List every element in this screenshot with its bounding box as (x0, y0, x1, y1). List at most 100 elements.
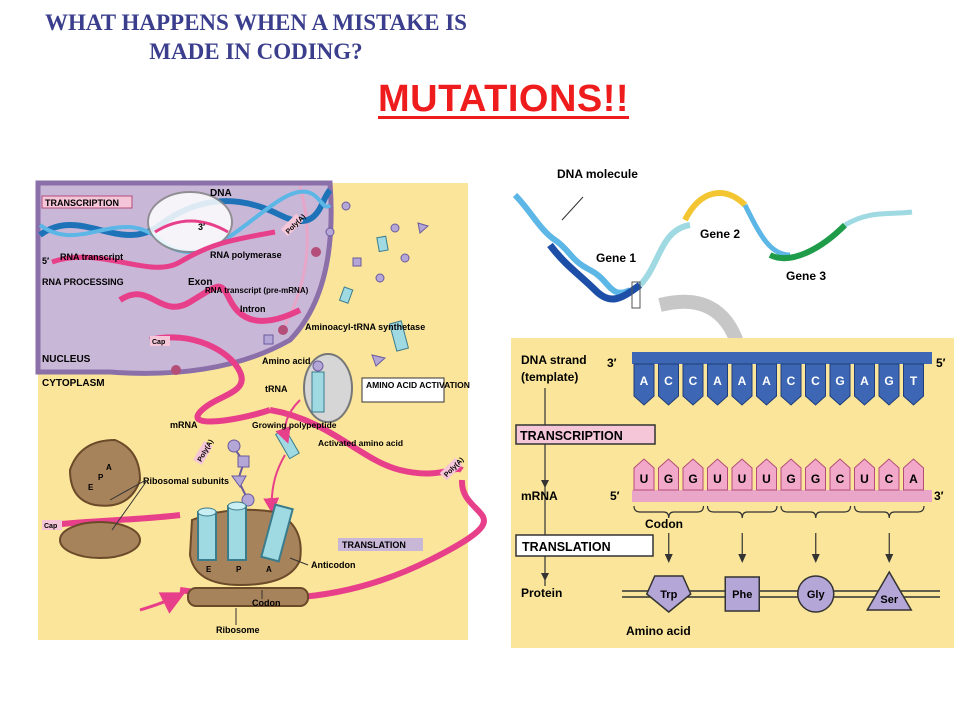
dna-base (780, 363, 802, 406)
label-growing-polypeptide: Growing polypeptide (252, 420, 337, 430)
gene1-strand (547, 242, 643, 303)
mrna-base-letter: U (738, 472, 747, 486)
label-translation-right: TRANSLATION (522, 540, 611, 554)
polypeptide-bead (227, 439, 241, 453)
dna-base (731, 363, 753, 406)
label-amino-acid-left: Amino acid (262, 356, 311, 366)
codon-arrows (664, 533, 894, 563)
codon-brace (706, 505, 778, 519)
label-codon-left: Codon (252, 598, 281, 608)
label-3prime-dna: 3′ (607, 356, 617, 370)
slide-subtitle: MUTATIONS!! (378, 78, 630, 120)
gene3-strand (768, 222, 848, 262)
mrna-base (780, 458, 802, 491)
label-template: (template) (521, 370, 578, 384)
amino-acid-label: Gly (807, 589, 826, 601)
label-rna-processing: RNA PROCESSING (42, 277, 124, 287)
label-aminoacyl-trna: Aminoacyl-tRNA synthetase (305, 322, 425, 332)
dna-base-letter: A (640, 374, 649, 388)
dna-base-letter: A (762, 374, 771, 388)
dna-base-letter: C (811, 374, 820, 388)
label-rna-transcript: RNA transcript (60, 252, 123, 262)
label-anticodon: Anticodon (311, 560, 356, 570)
mrna-base (707, 458, 728, 491)
mrna-base (731, 458, 753, 491)
aminoacyl-trna-synthetase (303, 353, 353, 423)
dna-base (633, 363, 655, 406)
label-cap-bottom: Cap (44, 523, 57, 530)
mrna-base-letter: G (811, 472, 820, 486)
label-site-a: A (266, 565, 272, 574)
dna-base-letter: A (738, 374, 747, 388)
label-pre-mrna: RNA transcript (pre-mRNA) (205, 286, 309, 295)
mrna-base (805, 458, 826, 491)
label-gene2: Gene 2 (700, 227, 740, 241)
label-rna-polymerase: RNA polymerase (210, 250, 282, 260)
amino-acid-circle (797, 575, 835, 613)
trna-free (388, 320, 410, 352)
amino-acid-pentagon (645, 575, 692, 613)
amino-acid-label: Trp (660, 589, 677, 601)
gene1-segment-marker (631, 281, 641, 309)
label-ribosomal-subunits: Ribosomal subunits (143, 476, 229, 486)
dna-base (707, 363, 728, 406)
nuclear-pore (311, 247, 321, 257)
codon-braces (633, 505, 925, 519)
label-5prime: 5′ (42, 256, 49, 266)
slide-title-line1: WHAT HAPPENS WHEN A MISTAKE IS (45, 10, 467, 35)
label-mrna-right: mRNA (521, 489, 558, 503)
trna-p-site (227, 505, 247, 561)
dna-tail (843, 209, 913, 228)
label-gene3: Gene 3 (786, 269, 826, 283)
label-site-p-free: P (98, 473, 104, 482)
dna-base (829, 363, 851, 406)
label-protein: Protein (521, 586, 562, 600)
slide-title-line2: MADE IN CODING? (149, 39, 363, 64)
dna-base-letter: C (787, 374, 796, 388)
mrna-base-letter: U (640, 472, 649, 486)
dna-linker (637, 222, 691, 288)
mrna-base (903, 458, 924, 491)
codon-brace (633, 505, 705, 519)
trna-charged (311, 371, 325, 413)
mrna-backbone (632, 490, 932, 502)
label-amino-acid-activation: AMINO ACID ACTIVATION (366, 380, 470, 390)
trna-e-site (197, 511, 217, 561)
dna-base (854, 363, 875, 406)
translation-box (515, 534, 654, 557)
dna-base (756, 363, 777, 406)
dna-base-letter: C (689, 374, 698, 388)
label-dna-strand: DNA strand (521, 353, 587, 367)
nuclear-pore (278, 325, 288, 335)
mrna-base (633, 458, 655, 491)
ribosomal-subunit-small (59, 521, 141, 559)
label-transcription: TRANSCRIPTION (45, 198, 119, 208)
label-dna: DNA (210, 188, 232, 199)
label-5prime-dna: 5′ (936, 356, 946, 370)
mrna-export (149, 334, 271, 425)
amino-acid-label: Phe (732, 589, 752, 601)
amino-acid-triangle (865, 570, 913, 611)
dna-base-letter: G (835, 374, 844, 388)
dna-base (658, 363, 679, 406)
mrna-base (854, 458, 875, 491)
mrna-base-letter: C (836, 472, 845, 486)
nuclear-pore (171, 365, 181, 375)
label-cytoplasm: CYTOPLASM (42, 378, 105, 389)
label-site-p: P (236, 565, 242, 574)
codon-brace (780, 505, 852, 519)
label-intron: Intron (240, 304, 266, 314)
mrna-base (878, 458, 900, 491)
label-transcription-right: TRANSCRIPTION (520, 429, 623, 443)
mrna-base-letter: G (786, 472, 795, 486)
mrna-base-letter: G (664, 472, 673, 486)
label-trna: tRNA (265, 384, 288, 394)
label-site-a-free: A (106, 463, 112, 472)
mrna-base (658, 458, 679, 491)
label-translation-left: TRANSLATION (342, 540, 406, 550)
codon-brace (853, 505, 925, 519)
mrna-base (756, 458, 777, 491)
trna-a-site (260, 503, 294, 563)
